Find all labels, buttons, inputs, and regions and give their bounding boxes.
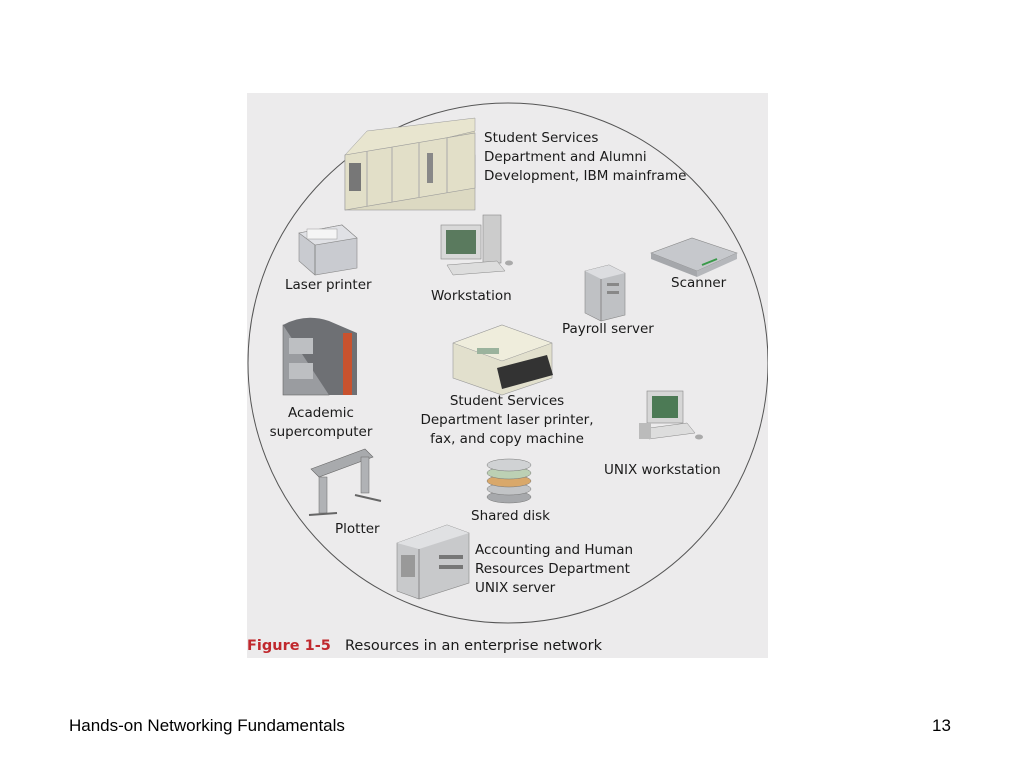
label-payroll-server: Payroll server [562,321,654,337]
mainframe-icon [344,117,476,211]
network-boundary-circle [247,102,768,624]
unix-workstation-icon [639,390,703,440]
supercomputer-icon [282,317,357,396]
label-laser-printer: Laser printer [285,277,372,293]
label-unix-workstation: UNIX workstation [604,462,721,478]
label-mainframe: Student Services Department and Alumni D… [484,130,687,184]
label-supercomputer: Academic supercomputer [269,405,373,440]
label-shared-disk: Shared disk [471,508,550,524]
label-scanner: Scanner [671,275,727,291]
label-unix-server: Accounting and Human Resources Departmen… [475,542,634,596]
workstation-icon [440,214,513,276]
plotter-icon [308,448,382,516]
label-plotter: Plotter [335,521,380,537]
scanner-icon [650,237,738,277]
label-copy-machine: Student Services Department laser printe… [420,393,594,447]
payroll-server-icon [584,264,626,322]
page-number: 13 [932,716,951,735]
figure-caption: Resources in an enterprise network [345,638,603,654]
figure-number: Figure 1-5 [247,638,331,654]
laser-printer-icon [298,224,358,276]
label-workstation: Workstation [431,288,512,304]
copy-machine-icon [452,324,553,396]
network-resources-figure: Student Services Department and Alumni D… [247,93,768,658]
unix-server-icon [396,524,470,600]
shared-disk-icon [486,458,532,504]
network-diagram [247,102,768,624]
footer-title: Hands-on Networking Fundamentals [69,716,345,735]
